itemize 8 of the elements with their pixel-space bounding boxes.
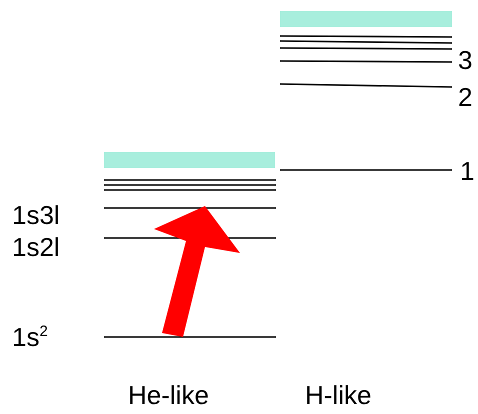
level-label: 1s2l [12,232,60,262]
level-label: 1s$^{2}$ [12,321,48,352]
level-label: 3 [458,45,472,75]
series-label: H-like [305,380,372,410]
series-label: He-like [128,380,209,410]
level-label: 1 [460,156,474,186]
level-label: 1s3l [12,200,60,230]
level-label: 2 [458,82,472,112]
